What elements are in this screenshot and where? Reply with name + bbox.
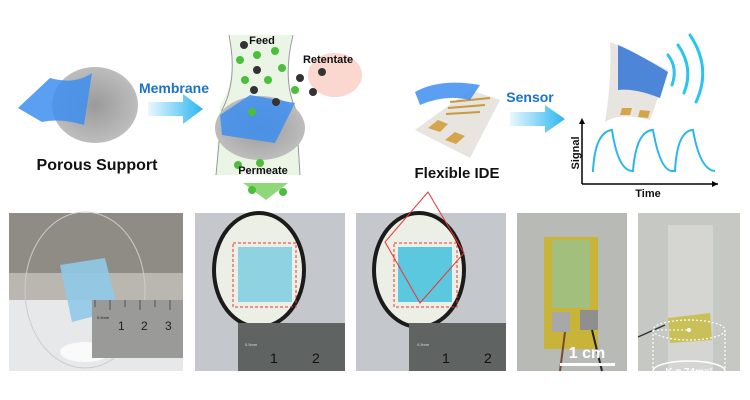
signal-axis-label: Signal <box>570 136 582 169</box>
ruler-tick: 2 <box>312 350 320 366</box>
retentate-label: Retentate <box>303 54 353 66</box>
scale-bar-label: 1 cm <box>569 345 605 362</box>
photo-membrane-on-support: 0.5mm 1 2 3 <box>9 211 183 371</box>
membrane-arrow-label: Membrane <box>139 80 209 96</box>
porous-support-illustration <box>18 67 138 143</box>
photo-membrane-square: 0.5mm 1 2 <box>195 211 345 371</box>
arrow-icon <box>510 105 565 133</box>
photo-sensor-in-tube: K = 74m⁻¹ <box>637 213 740 382</box>
ruler-tick: 1 <box>442 350 450 366</box>
porous-support-label: Porous Support <box>37 157 159 174</box>
signal-trace <box>592 128 716 172</box>
time-axis-label: Time <box>635 188 660 200</box>
photo-membrane-rotated: 0.5mm 1 2 <box>356 191 506 371</box>
ruler-unit: 0.5mm <box>417 342 430 347</box>
signal-time-chart <box>579 118 718 187</box>
permeate-label: Permeate <box>238 165 288 177</box>
ruler-tick: 2 <box>484 350 492 366</box>
flexible-ide-label: Flexible IDE <box>414 165 499 182</box>
flexible-ide-illustration <box>415 82 500 158</box>
ruler-tick: 1 <box>118 319 125 333</box>
arrow-icon <box>148 94 203 124</box>
bent-sensor-illustration <box>605 33 705 122</box>
ruler-tick: 2 <box>141 319 148 333</box>
photo-sensor-device: 1 cm <box>517 213 627 372</box>
ruler-unit: 0.5mm <box>97 315 110 320</box>
sensor-arrow-label: Sensor <box>506 89 554 105</box>
feed-label: Feed <box>249 35 275 47</box>
ruler-tick: 1 <box>270 350 278 366</box>
ruler-tick: 3 <box>165 319 172 333</box>
ruler-unit: 0.5mm <box>245 342 258 347</box>
membrane-separation-illustration <box>215 34 362 200</box>
cell-constant-label: K = 74m⁻¹ <box>665 367 713 378</box>
